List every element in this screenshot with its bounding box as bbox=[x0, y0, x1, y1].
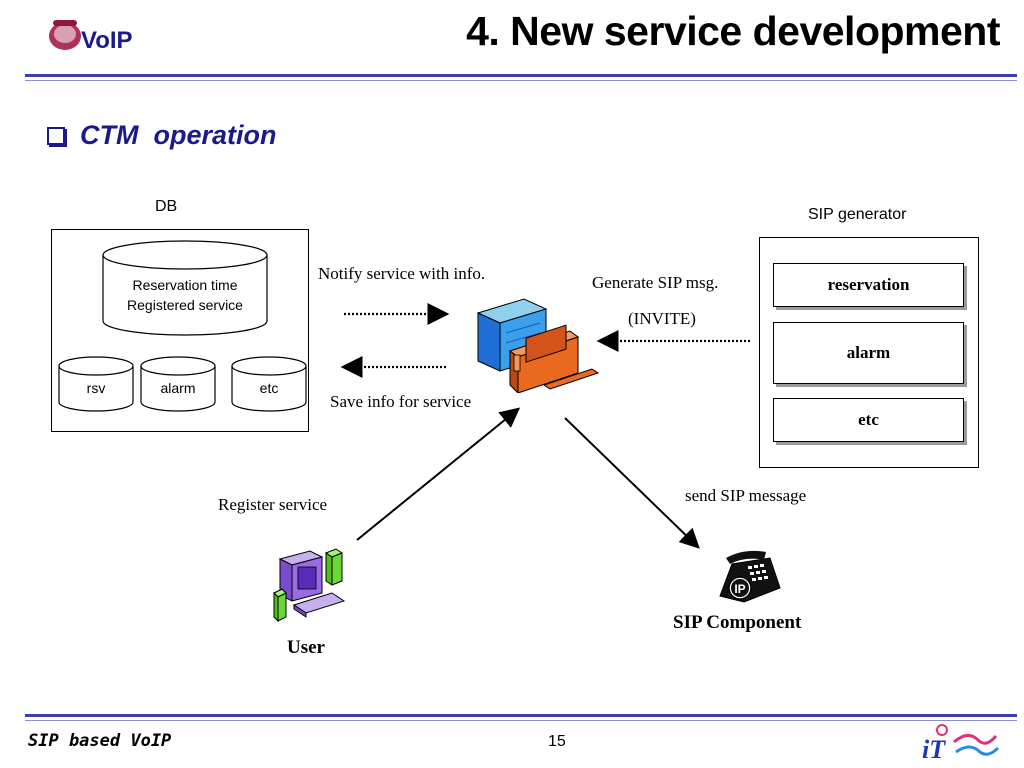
user-computer-icon bbox=[273, 548, 346, 623]
header-rule-thin bbox=[25, 80, 1017, 81]
section-heading: CTM operation bbox=[80, 120, 277, 150]
notify-label: Notify service with info. bbox=[318, 264, 486, 283]
sip-generator-label: SIP generator bbox=[808, 206, 907, 223]
footer-title: SIP based VoIP bbox=[28, 731, 172, 751]
it-logo: iT bbox=[922, 724, 1000, 764]
footer-rule bbox=[25, 714, 1017, 717]
main-db-cylinder bbox=[102, 240, 268, 336]
bullet-checkbox-icon bbox=[47, 127, 65, 145]
db-small-alarm: alarm bbox=[160, 380, 196, 396]
db-main-line-1: Reservation time bbox=[132, 277, 238, 293]
page-number: 15 bbox=[548, 733, 566, 750]
db-main-line-2: Registered service bbox=[127, 297, 243, 313]
db-small-rsv: rsv bbox=[86, 380, 106, 396]
voip-logo: VoIP bbox=[45, 12, 135, 57]
svc-alarm: alarm bbox=[773, 322, 964, 384]
logo-text: VoIP bbox=[81, 27, 133, 54]
server-computer-icon bbox=[476, 298, 600, 393]
send-label: send SIP message bbox=[685, 486, 807, 505]
save-label: Save info for service bbox=[330, 392, 472, 411]
ip-badge: IP bbox=[734, 582, 745, 596]
generate-label-2: (INVITE) bbox=[628, 309, 696, 328]
user-label: User bbox=[287, 637, 325, 658]
header-rule bbox=[25, 74, 1017, 77]
db-small-etc: etc bbox=[259, 380, 279, 396]
etc-cylinder bbox=[231, 356, 307, 412]
register-label: Register service bbox=[218, 495, 328, 514]
sip-component-label: SIP Component bbox=[673, 612, 802, 633]
db-cylinders bbox=[58, 240, 307, 412]
svc-etc: etc bbox=[773, 398, 964, 442]
generate-label-1: Generate SIP msg. bbox=[592, 273, 719, 292]
db-label: DB bbox=[155, 198, 178, 215]
send-arrow bbox=[564, 417, 700, 549]
footer-rule-thin bbox=[25, 720, 1017, 721]
svc-reservation: reservation bbox=[773, 263, 964, 307]
page-title: 4. New service development bbox=[466, 8, 1000, 54]
rsv-cylinder bbox=[58, 356, 134, 412]
sip-phone-icon: IP bbox=[719, 550, 781, 603]
register-arrow bbox=[356, 407, 521, 541]
it-logo-text: iT bbox=[922, 735, 946, 764]
alarm-cylinder bbox=[140, 356, 216, 412]
